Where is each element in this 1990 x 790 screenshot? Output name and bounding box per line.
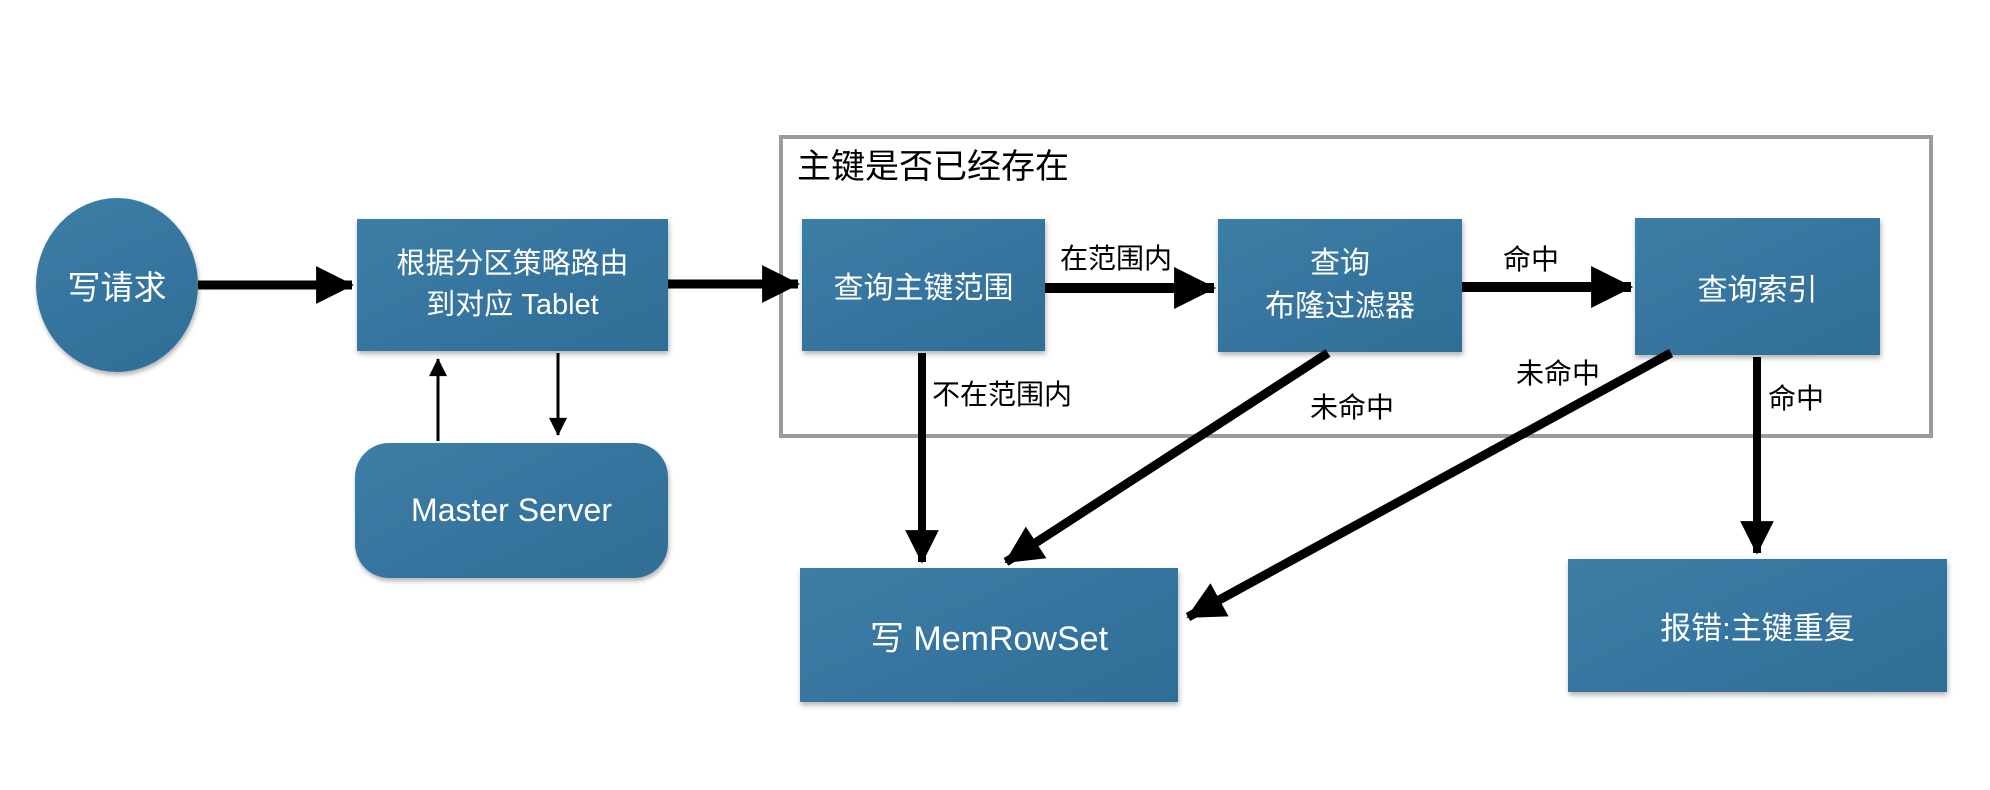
node-query-index: 查询索引 [1635,218,1880,355]
node-master-server-label: Master Server [411,492,612,528]
node-master-server: Master Server [355,443,668,578]
node-query-bloom-filter-label: 查询 布隆过滤器 [1265,246,1415,323]
node-route-tablet: 根据分区策略路由 到对应 Tablet [357,219,668,351]
node-write-request: 写请求 [36,198,198,372]
node-error-duplicate-key-label: 报错:主键重复 [1660,611,1855,646]
node-write-memrowset: 写 MemRowSet [800,568,1178,702]
container-title: 主键是否已经存在 [797,148,1069,186]
edge-label-index-miss: 未命中 [1516,358,1601,389]
edge-label-bloom-miss: 未命中 [1310,392,1395,423]
node-query-bloom-filter: 查询 布隆过滤器 [1218,219,1462,352]
edge-label-in-range: 在范围内 [1060,243,1173,274]
node-write-request-label: 写请求 [67,269,167,306]
node-query-key-range: 查询主键范围 [802,219,1045,351]
node-query-index-label: 查询索引 [1697,273,1818,307]
node-query-key-range-label: 查询主键范围 [833,272,1014,305]
node-route-tablet-label: 根据分区策略路由 到对应 Tablet [396,247,629,321]
node-write-memrowset-label: 写 MemRowSet [869,619,1109,658]
edge-label-index-hit: 命中 [1768,383,1825,414]
edge-label-not-in-range: 不在范围内 [932,379,1073,410]
edge-label-bloom-hit: 命中 [1503,244,1560,275]
node-error-duplicate-key: 报错:主键重复 [1568,559,1947,692]
